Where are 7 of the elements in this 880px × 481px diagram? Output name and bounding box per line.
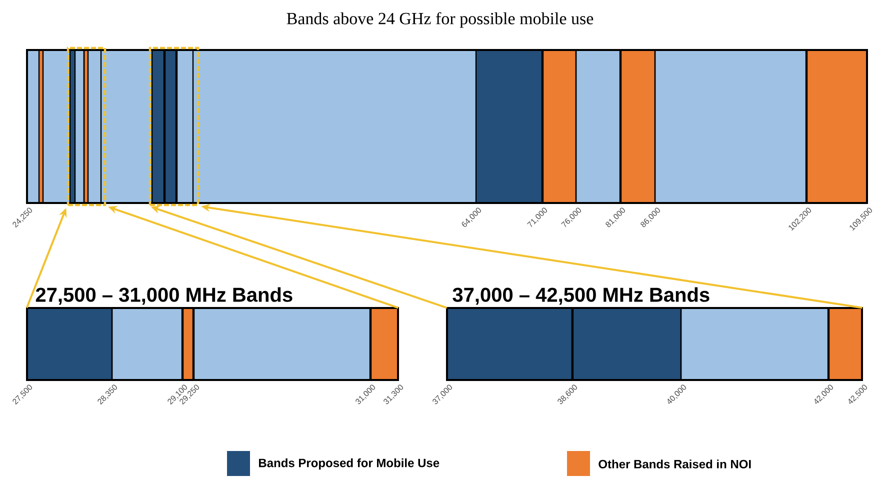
zoom-box [66,46,106,206]
panel-heading: 37,000 – 42,500 MHz Bands [452,287,710,305]
diagram-title: Bands above 24 GHz for possible mobile use [286,12,594,28]
legend-label: Bands Proposed for Mobile Use [259,458,440,470]
zoom-box [148,46,200,206]
legend-label: Other Bands Raised in NOI [598,460,751,468]
panel-heading: 27,500 – 31,000 MHz Bands [36,287,292,305]
